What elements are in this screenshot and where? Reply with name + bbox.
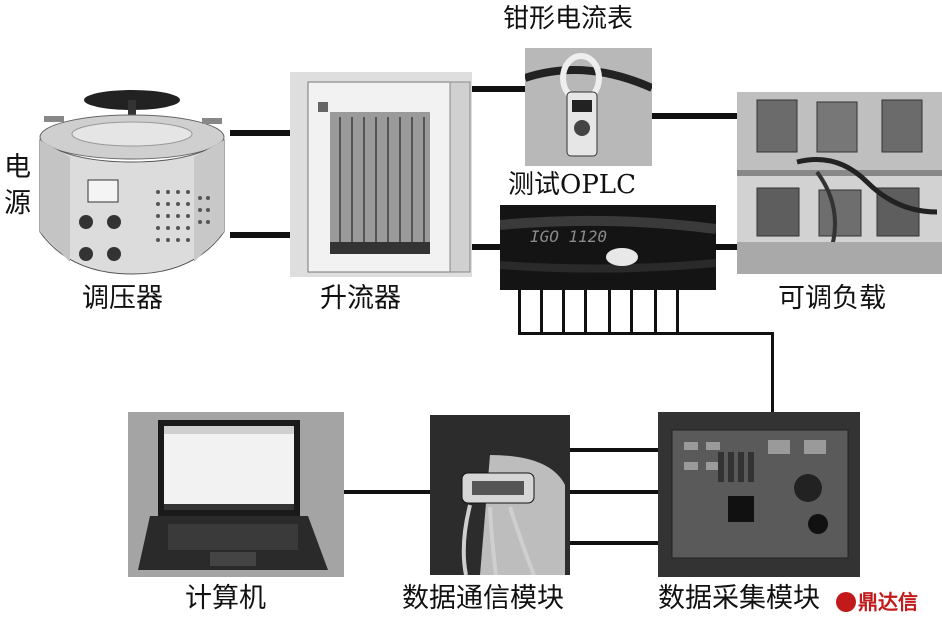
wire-clamp-load <box>650 113 738 119</box>
clamp-meter-photo <box>525 48 652 166</box>
computer-label: 计算机 <box>185 583 266 614</box>
wire-comm-acq-3 <box>567 541 661 545</box>
wire-comm-acq-2 <box>567 490 661 494</box>
wire-regulator-booster-top <box>230 130 294 136</box>
watermark-text: 鼎达信 <box>858 590 918 614</box>
acquisition-module-label: 数据采集模块 <box>658 583 820 614</box>
adjustable-load-photo <box>737 92 942 274</box>
test-oplc-label: 测试OPLC <box>508 170 636 200</box>
wire-booster-oplc <box>470 244 502 250</box>
comm-module-photo <box>430 415 570 575</box>
booster-photo <box>290 72 472 277</box>
clamp-meter-label: 钳形电流表 <box>503 4 634 34</box>
wire-taps-down <box>771 332 774 412</box>
booster-label: 升流器 <box>320 283 401 314</box>
power-label: 电源 <box>4 152 31 219</box>
wire-booster-clamp <box>470 86 526 92</box>
watermark-logo: 鼎达信 <box>836 586 918 615</box>
adjustable-load-label: 可调负载 <box>778 283 886 314</box>
wire-oplc-load <box>715 244 738 250</box>
watermark-logo-icon <box>836 592 856 612</box>
acquisition-module-photo <box>658 412 860 577</box>
regulator-label: 调压器 <box>82 283 163 314</box>
sensor-taps <box>518 290 690 335</box>
wire-regulator-booster-bottom <box>230 232 294 238</box>
wire-comm-acq-1 <box>567 448 661 452</box>
wire-computer-comm <box>343 490 433 494</box>
computer-photo <box>128 412 344 577</box>
regulator-photo <box>30 82 235 277</box>
comm-module-label: 数据通信模块 <box>402 583 564 614</box>
test-oplc-photo: IGO 1120 <box>500 205 716 290</box>
cable-print: IGO 1120 <box>530 227 608 246</box>
wire-taps-right <box>688 332 774 335</box>
